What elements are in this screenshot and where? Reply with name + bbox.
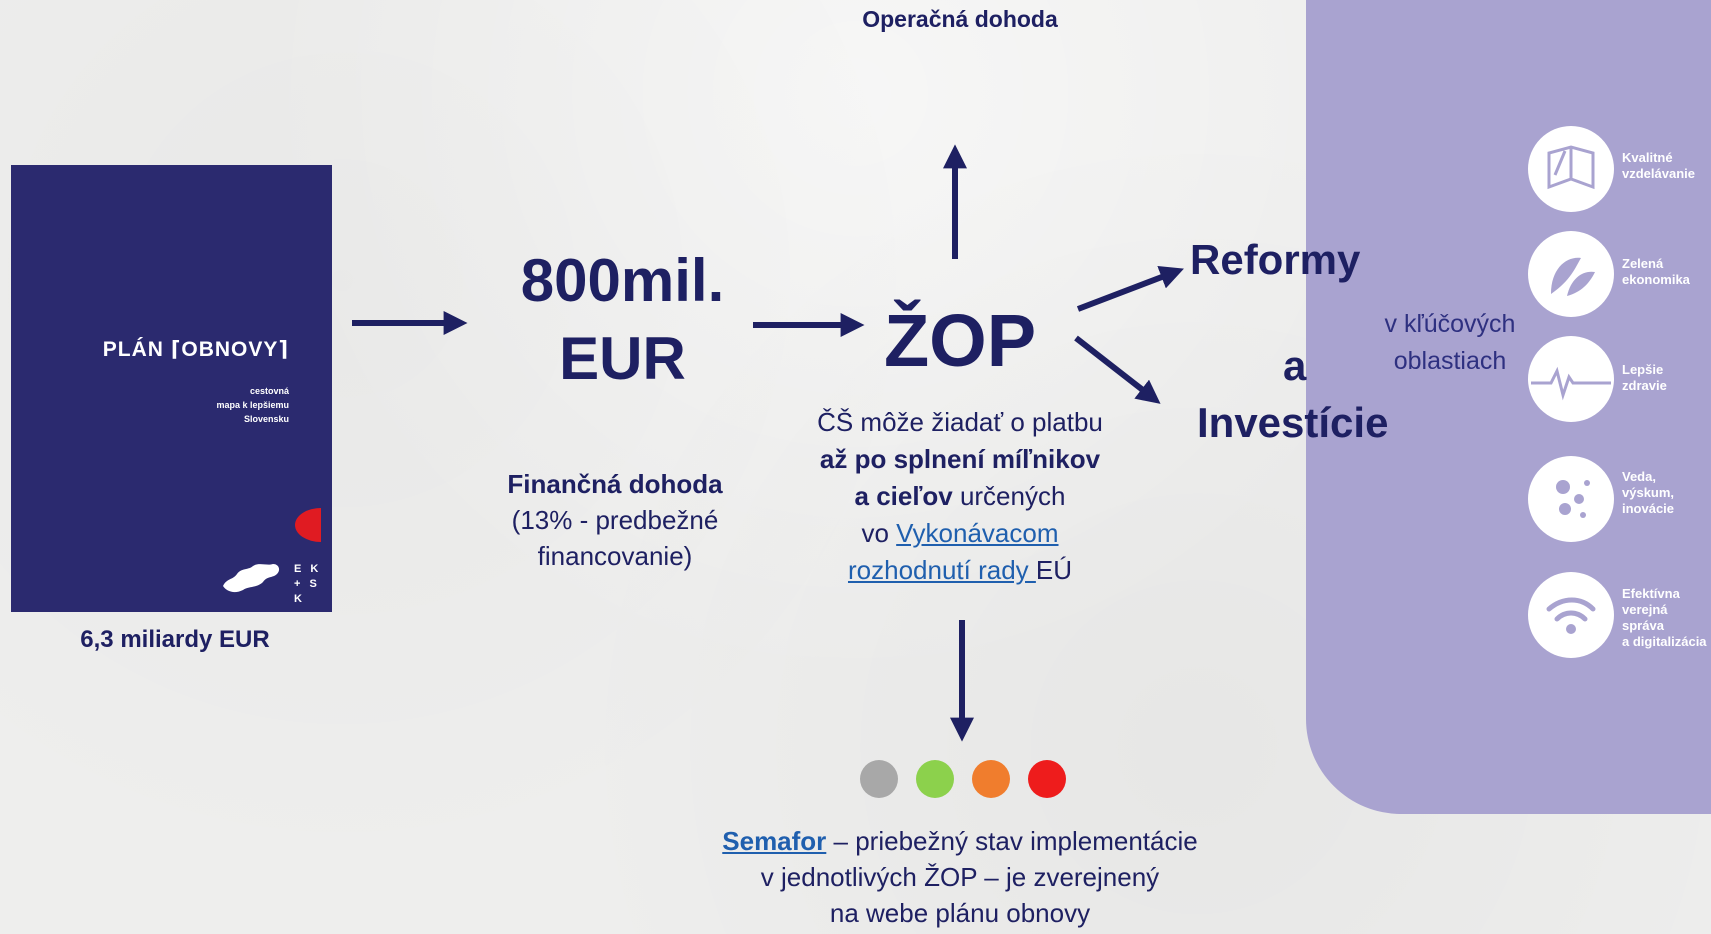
operational-agreement: Operačná dohoda <box>862 6 1058 32</box>
zop-desc-text: EÚ <box>1035 555 1072 585</box>
area-label-line: ekonomika <box>1622 272 1690 287</box>
reformy-label: Reformy <box>1190 236 1361 283</box>
semaphore-dot-green <box>916 760 954 798</box>
semaphore-line: Semafor – priebežný stav implementácie <box>680 823 1240 859</box>
zop-desc-line: rozhodnutí rady EÚ <box>800 552 1120 589</box>
area-label-science: Veda, výskum, inovácie <box>1622 469 1711 517</box>
semaphore-line: na webe plánu obnovy <box>829 898 1091 928</box>
semaphore-description: Semafor – priebežný stav implementácie v… <box>680 823 1240 931</box>
cover-badge-line: E K <box>294 563 322 575</box>
zop-description: ČŠ môže žiadať o platbu až po splnení mí… <box>800 404 1120 589</box>
cover-badge-line: + S K <box>294 578 320 605</box>
investicie-label: Investície <box>1197 399 1389 446</box>
arrow-zop-to-reformy <box>1076 265 1184 312</box>
area-label-line: Veda, <box>1622 469 1656 484</box>
zop-desc-bold: a cieľov <box>854 481 953 511</box>
arrow-zop-to-investicie <box>1074 335 1161 404</box>
cover-caption: 6,3 miliardy EUR <box>80 626 270 653</box>
zop-desc-text: určených <box>952 481 1066 511</box>
semaphore-dot-red <box>1028 760 1066 798</box>
wifi-icon <box>1528 572 1614 658</box>
financial-agreement-title: Finančná dohoda <box>507 469 723 499</box>
cover-title: PLÁN ⌈OBNOVY⌉ <box>102 338 289 361</box>
and-label: a <box>1283 342 1307 389</box>
amount: 800mil. EUR <box>500 242 745 398</box>
amount-line1: 800mil. <box>520 247 725 314</box>
key-areas-panel <box>1306 0 1711 814</box>
financial-agreement-line: (13% - predbežné <box>511 505 719 535</box>
cover-badge: E K + S K <box>294 562 332 607</box>
area-label-line: Zelená <box>1622 256 1664 271</box>
amount-line2: EUR <box>559 325 686 392</box>
cover-subtitle-line: Slovensku <box>243 414 289 424</box>
financial-agreement: Finančná dohoda (13% - predbežné financo… <box>470 466 760 574</box>
semaphore-link[interactable]: Semafor <box>722 826 827 856</box>
plan-obnovy-cover: PLÁN ⌈OBNOVY⌉ cestovná mapa k lepšiemu S… <box>11 165 332 612</box>
area-label-line: a digitalizácia <box>1622 634 1707 649</box>
area-label-line: verejná správa <box>1622 602 1668 633</box>
semaphore-dot-grey <box>860 760 898 798</box>
area-label-health: Lepšie zdravie <box>1622 362 1711 394</box>
semaphore-text: – priebežný stav implementácie <box>826 826 1198 856</box>
financial-agreement-line: financovanie) <box>537 541 693 571</box>
zop-title: ŽOP <box>883 299 1037 382</box>
cover-subtitle-line: mapa k lepšiemu <box>216 400 289 410</box>
red-semicircle <box>295 508 321 542</box>
heartbeat-icon <box>1528 336 1614 422</box>
zop-desc-line: až po splnení míľnikov <box>819 444 1101 474</box>
area-label-line: výskum, <box>1622 485 1675 500</box>
key-areas-caption: v kľúčových oblastiach <box>1360 306 1540 380</box>
area-label-line: zdravie <box>1622 378 1667 393</box>
cover-subtitle: cestovná mapa k lepšiemu Slovensku <box>11 384 289 426</box>
zop-desc-line: a cieľov určených <box>800 478 1120 515</box>
key-areas-line: oblastiach <box>1393 347 1507 375</box>
implementing-decision-link[interactable]: Vykonávacom <box>896 518 1059 548</box>
key-areas-line: v kľúčových <box>1384 310 1516 338</box>
semaphore-dot-orange <box>972 760 1010 798</box>
area-label-line: Efektívna <box>1622 586 1680 601</box>
zop-desc-line: vo Vykonávacom <box>800 515 1120 552</box>
area-label-green: Zelená ekonomika <box>1622 256 1711 288</box>
semaphore-line: v jednotlivých ŽOP – je zverejnený <box>760 862 1160 892</box>
area-label-line: Lepšie <box>1622 362 1664 377</box>
area-label-line: vzdelávanie <box>1622 166 1695 181</box>
zop-desc-text: vo <box>861 518 897 548</box>
cover-subtitle-line: cestovná <box>249 386 289 396</box>
leaf-icon <box>1528 231 1614 317</box>
council-decision-link[interactable]: rozhodnutí rady <box>847 555 1036 585</box>
area-label-line: Kvalitné <box>1622 150 1673 165</box>
science-icon <box>1528 456 1614 542</box>
zop-desc-line: ČŠ môže žiadať o platbu <box>817 407 1103 437</box>
book-icon <box>1528 126 1614 212</box>
area-label-education: Kvalitné vzdelávanie <box>1622 150 1711 182</box>
area-label-digital: Efektívna verejná správa a digitalizácia <box>1622 586 1711 650</box>
slovakia-map-icon <box>223 564 280 593</box>
area-label-line: inovácie <box>1622 501 1675 516</box>
